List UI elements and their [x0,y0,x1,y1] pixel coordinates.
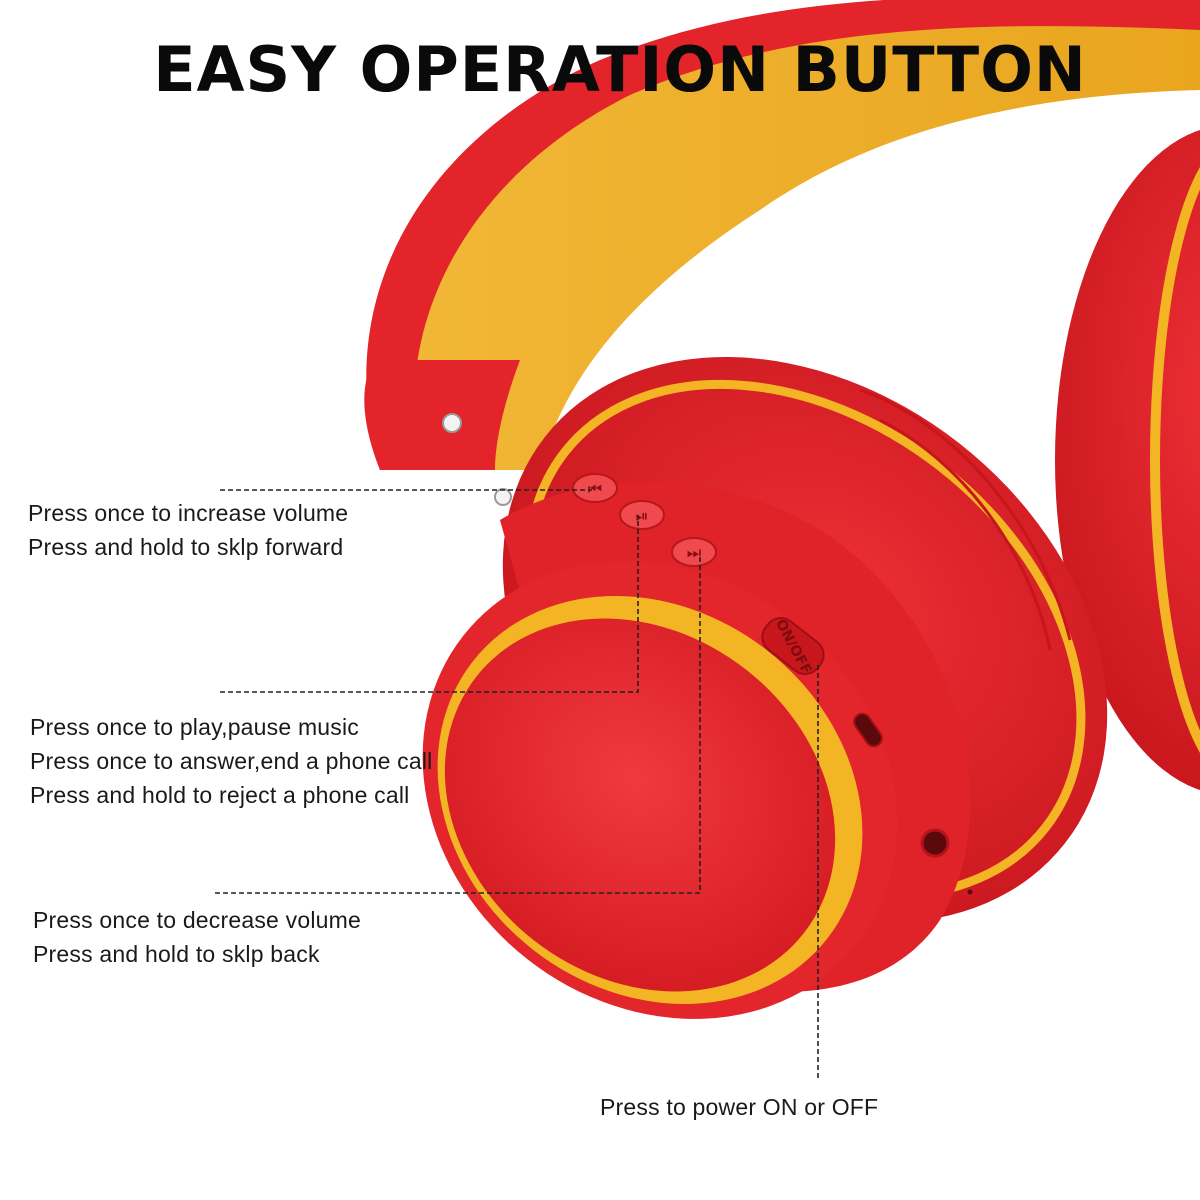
volume-down-button [671,537,717,567]
volume-up-button [572,473,618,503]
callout-power: Press to power ON or OFF [600,1094,879,1120]
ear-cup-housing [422,482,971,1019]
callout-text: Press and hold to reject a phone call [30,782,410,808]
callout-text: Press and hold to sklp forward [28,534,344,560]
control-buttons: ⏮ ⏯ ⏭ [572,473,717,567]
callout-lines [215,489,819,1080]
microphone-hole [967,889,973,895]
audio-jack [920,828,950,858]
callout-volume-up: Press once to increase volume Press and … [28,496,348,564]
next-icon: ⏭ [687,543,701,562]
page-title: EASY OPERATION BUTTON [153,33,1087,106]
callout-text: Press once to answer,end a phone call [30,748,433,774]
play-pause-icon: ⏯ [636,506,649,525]
callout-text: Press once to decrease volume [33,907,361,933]
line-volume-down [215,555,701,894]
headband [364,0,1200,506]
line-play-pause [220,515,639,693]
callout-text: Press once to increase volume [28,500,349,526]
play-pause-button [619,500,665,530]
callout-volume-down: Press once to decrease volume Press and … [33,903,361,971]
callout-play-pause: Press once to play,pause music Press onc… [30,710,433,812]
volume-up-prev-icon: ⏮ [588,479,602,498]
usb-c-port [853,712,883,748]
power-switch [761,616,825,676]
callout-text: Press and hold to sklp back [33,941,320,967]
callout-text: Press once to play,pause music [30,714,360,740]
